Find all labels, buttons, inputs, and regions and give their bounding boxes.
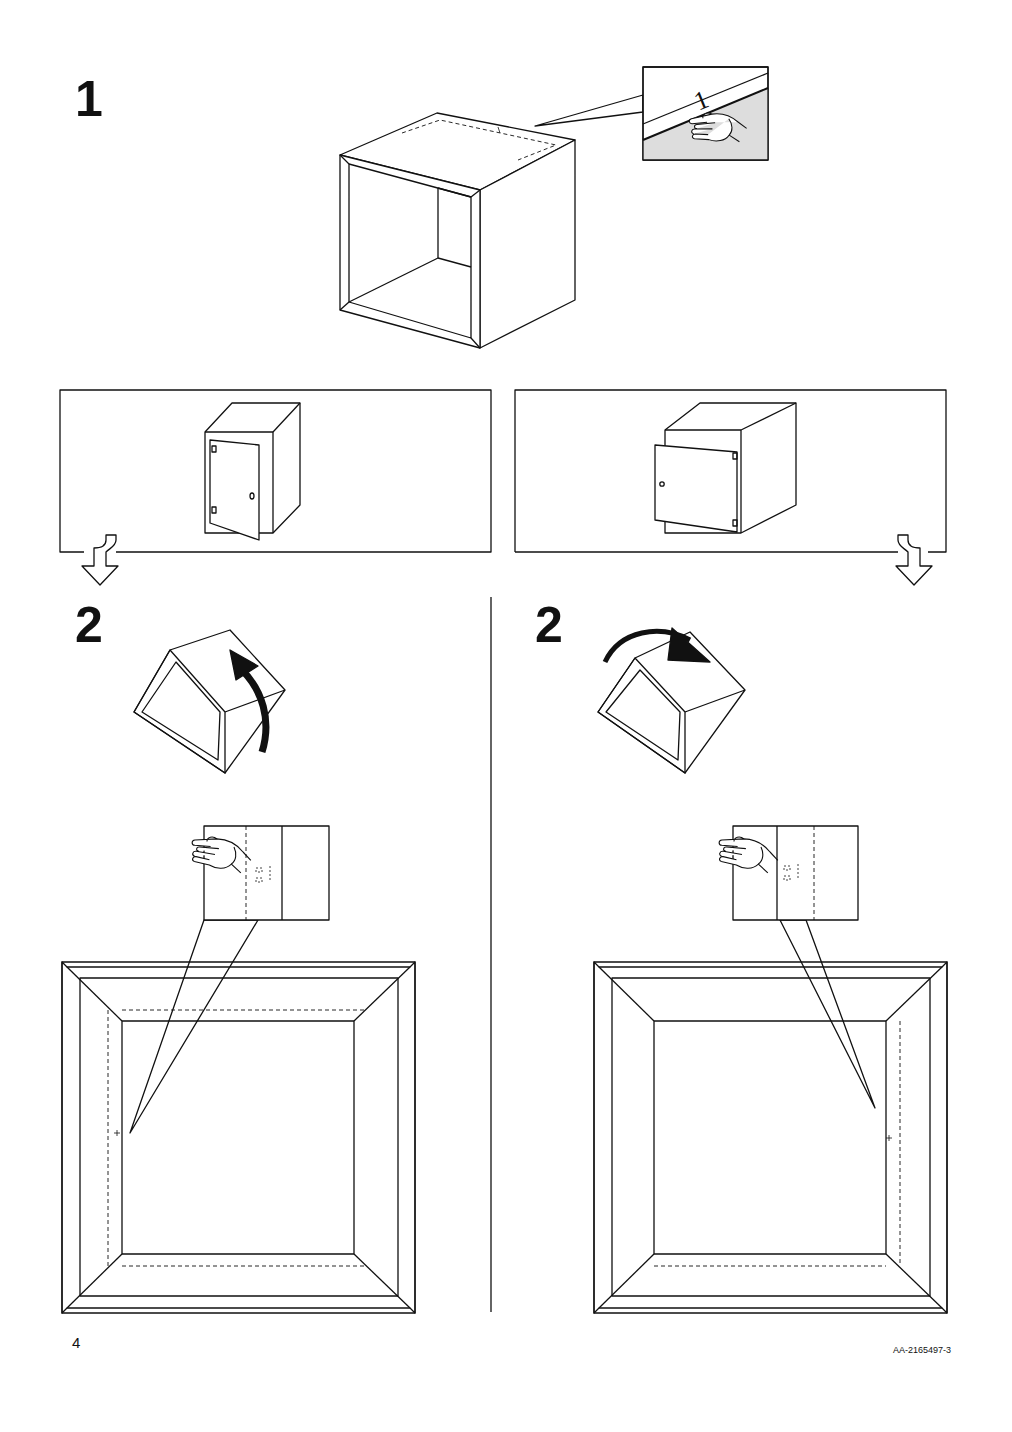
option-panels	[60, 390, 946, 585]
tilted-cabinet-right	[598, 628, 745, 773]
divider	[490, 597, 491, 1312]
cabinet-step1	[340, 113, 575, 348]
frame-front-right	[594, 826, 947, 1313]
document-code: AA-2165497-3	[893, 1346, 951, 1355]
frame-front-left	[62, 826, 415, 1313]
page-number: 4	[72, 1335, 80, 1350]
step-number: 1	[75, 74, 103, 124]
step-number: 2	[75, 600, 103, 650]
magnifier-callout	[535, 67, 768, 160]
step-number: 2	[535, 600, 563, 650]
tilted-cabinet-left	[134, 630, 285, 773]
